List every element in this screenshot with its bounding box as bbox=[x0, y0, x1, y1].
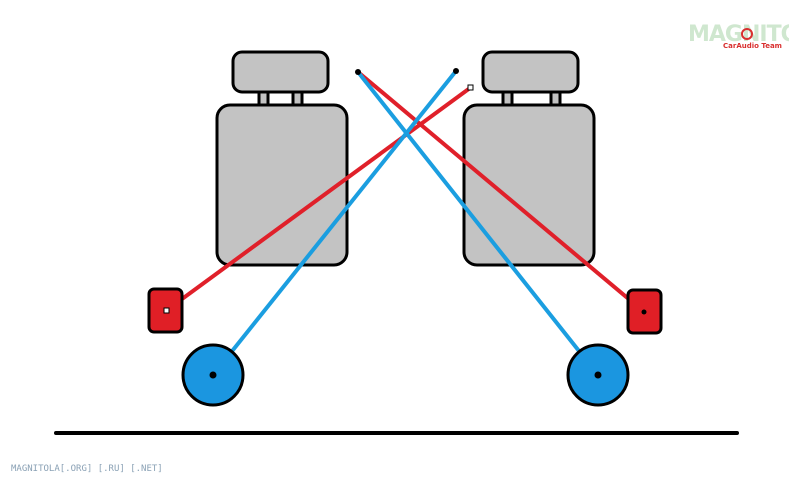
listener-point-right bbox=[453, 68, 459, 74]
tweeter-right bbox=[626, 288, 663, 335]
blue-line-left-woofer bbox=[211, 69, 458, 377]
logo-brand-text: MAGNITOLA bbox=[688, 22, 789, 47]
magnitola-logo: MAGNITOLA CarAudio Team bbox=[688, 22, 789, 50]
headrest-left bbox=[231, 50, 330, 94]
listener-point-marker bbox=[467, 84, 474, 91]
footer-watermark: MAGNITOLA[.ORG] [.RU] [.NET] bbox=[11, 464, 163, 474]
woofer-right-center bbox=[594, 371, 602, 379]
logo-tagline-text: CarAudio Team bbox=[723, 42, 782, 50]
backrest-left bbox=[215, 103, 349, 267]
tweeter-right-center bbox=[641, 309, 647, 315]
woofer-right bbox=[566, 343, 630, 407]
tweeter-left-center bbox=[163, 307, 170, 314]
seat-right bbox=[462, 50, 596, 267]
headrest-right bbox=[481, 50, 580, 94]
logo-o-ring-icon bbox=[741, 28, 753, 40]
tweeter-left bbox=[147, 287, 184, 334]
seat-left bbox=[215, 50, 349, 267]
backrest-right bbox=[462, 103, 596, 267]
woofer-left-center bbox=[209, 371, 217, 379]
blue-line-right-woofer bbox=[356, 70, 600, 377]
listener-point-left bbox=[355, 69, 361, 75]
woofer-left bbox=[181, 343, 245, 407]
red-line-right-tweeter bbox=[356, 70, 645, 313]
